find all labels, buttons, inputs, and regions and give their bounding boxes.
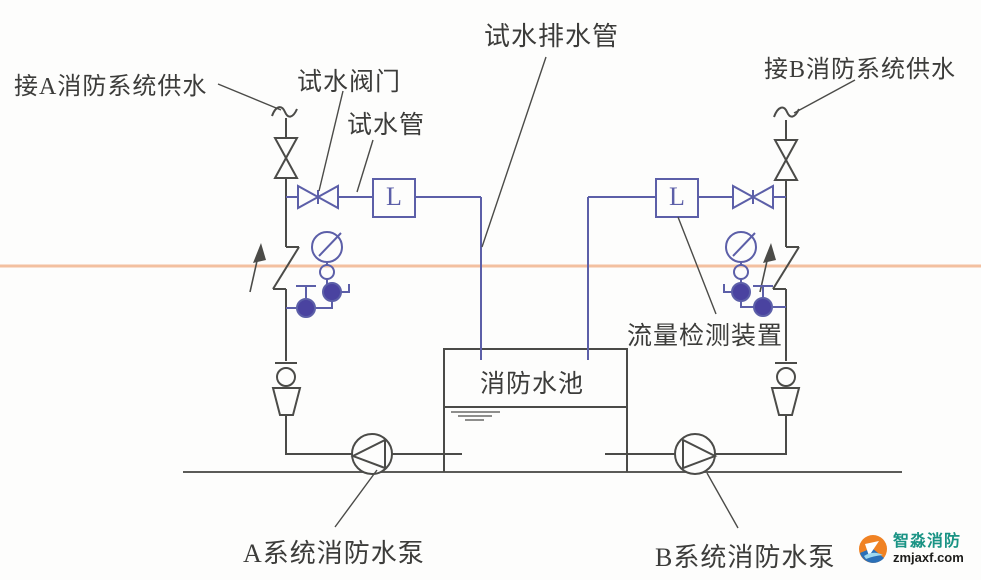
gate-valve-icon-b: [773, 139, 799, 181]
pump-a-icon: [350, 433, 393, 475]
label-test-drain-pipe: 试水排水管: [484, 22, 620, 51]
pressure-gauge-icon-a: [286, 231, 350, 318]
flow-meter-letter-a: L: [386, 182, 402, 211]
watermark: 智淼消防 zmjaxf.com: [858, 533, 964, 565]
label-pump-a: A系统消防水泵: [243, 539, 425, 568]
pump-b-icon: [674, 433, 718, 475]
check-valve-icon-a: [249, 243, 300, 293]
riser-pipe-a: [285, 118, 352, 455]
riser-pipe-b: [715, 120, 787, 455]
flow-meter-box-b: [655, 178, 699, 218]
label-test-water-pipe: 试水管: [347, 112, 426, 139]
flow-meter-letter-b: L: [669, 182, 685, 211]
label-fire-water-tank: 消防水池: [480, 371, 585, 398]
label-pump-b: B系统消防水泵: [655, 543, 836, 572]
label-test-water-valve: 试水阀门: [297, 69, 402, 96]
flexible-joint-icon-b: [770, 367, 801, 416]
watermark-logo-icon: [859, 535, 887, 564]
watermark-site: zmjaxf.com: [893, 549, 964, 565]
pressure-gauge-icon-b: [723, 231, 786, 317]
fire-water-tank: [443, 348, 628, 472]
pipe-break-icon-a: [271, 106, 298, 118]
pipe-break-icon-b: [773, 106, 800, 118]
flow-meter-box-a: [372, 178, 416, 218]
label-supply-b: 接B消防系统供水: [764, 57, 957, 83]
gate-valve-icon-a: [273, 137, 299, 179]
label-flow-detector: 流量检测装置: [627, 323, 784, 350]
leader-lines: [217, 56, 856, 529]
test-valve-icon-a: [297, 184, 339, 210]
watermark-name: 智淼消防: [893, 533, 962, 550]
water-level-icon: [451, 411, 500, 421]
label-supply-a: 接A消防系统供水: [14, 74, 208, 100]
test-valve-icon-b: [732, 184, 774, 210]
flexible-joint-icon-a: [271, 367, 302, 416]
